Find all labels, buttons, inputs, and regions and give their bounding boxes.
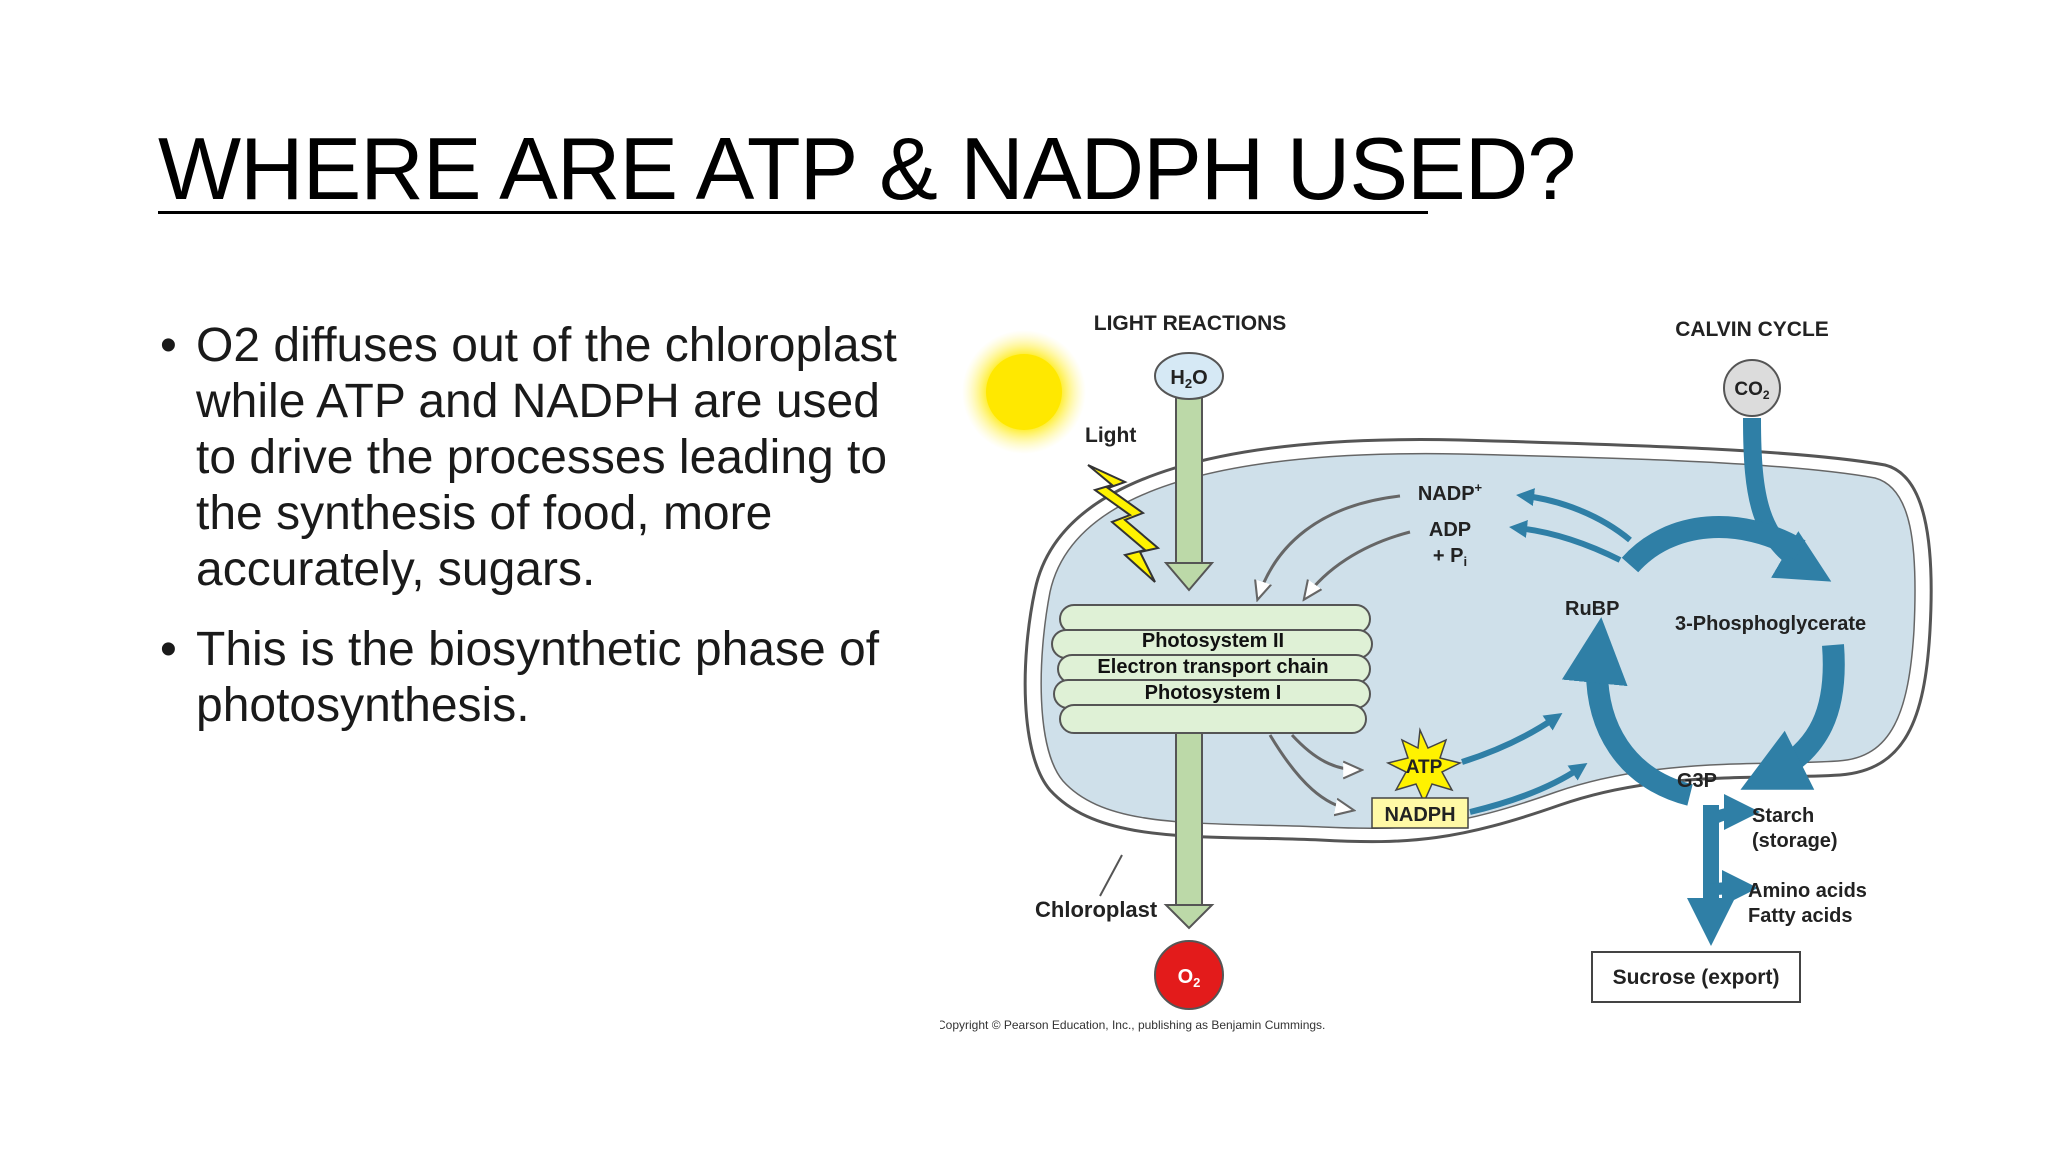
bullet-item: O2 diffuses out of the chloroplast while… [160, 318, 900, 598]
slide-title: WHERE ARE ATP & NADPH USED? [158, 119, 1576, 218]
calvin-cycle-left-arc [1561, 617, 1693, 806]
chloroplast-stroma [1040, 452, 1916, 830]
nadph-to-calvin-arrow [1469, 762, 1588, 815]
nadp-return-arrow [1258, 494, 1401, 598]
water-flow-arrowhead [1163, 562, 1215, 592]
water-flow-arrow-upper [1175, 394, 1203, 566]
phosphate-label: + Pi [1433, 545, 1467, 569]
amino-acids-label: Amino acids [1748, 880, 1867, 902]
adp-release-arrow [1509, 520, 1622, 563]
bullet-list: O2 diffuses out of the chloroplast while… [160, 318, 900, 758]
thylakoid-stack [1051, 604, 1373, 734]
carbon-dioxide-label: CO2 [1734, 379, 1770, 402]
sucrose-label: Sucrose (export) [1613, 966, 1780, 989]
nadph-label: NADPH [1384, 804, 1455, 826]
g3p-label: G3P [1677, 770, 1717, 792]
atp-to-calvin-arrow [1461, 712, 1563, 765]
oxygen-flow-arrow-lower [1175, 724, 1203, 906]
oxygen-flow-arrowhead [1163, 904, 1215, 930]
calvin-cycle-upper-arc [1621, 516, 1806, 573]
calvin-cycle-right-arc [1740, 644, 1845, 790]
storage-label: (storage) [1752, 830, 1838, 852]
adp-label: ADP [1429, 519, 1471, 541]
electron-transport-chain-label: Electron transport chain [1097, 656, 1328, 678]
oxygen-label: O2 [1178, 966, 1201, 990]
water-molecule-badge [1154, 352, 1224, 400]
carbon-dioxide-badge [1723, 359, 1781, 417]
nadph-box [1371, 797, 1469, 829]
copyright-notice: Copyright © Pearson Education, Inc., pub… [940, 1018, 1325, 1032]
chloroplast-pointer [1099, 854, 1123, 897]
atp-label: ATP [1406, 757, 1443, 778]
bullet-item: This is the biosynthetic phase of photos… [160, 622, 900, 734]
chloroplast-label: Chloroplast [1035, 897, 1158, 922]
starch-branch-arrow [1708, 794, 1760, 831]
photosystem-ii-label: Photosystem II [1142, 630, 1284, 652]
photosystem-i-label: Photosystem I [1145, 682, 1282, 704]
amino-acids-branch-arrow [1709, 870, 1758, 907]
lightning-bolt-icon [1087, 464, 1161, 583]
light-label: Light [1085, 424, 1136, 447]
adp-return-arrow [1305, 530, 1411, 598]
nadp-release-arrow [1516, 488, 1632, 543]
atp-production-arrow [1290, 733, 1360, 770]
calvin-cycle-label: CALVIN CYCLE [1675, 318, 1829, 341]
nadp-plus-label: NADP+ [1418, 480, 1483, 505]
sucrose-box [1591, 951, 1801, 1003]
rubp-label: RuBP [1565, 598, 1619, 620]
light-reactions-label: LIGHT REACTIONS [1094, 312, 1287, 335]
title-underline [158, 211, 1428, 214]
nadph-production-arrow [1268, 734, 1352, 810]
water-label: H2O [1170, 367, 1207, 391]
sun-icon [986, 354, 1062, 430]
oxygen-molecule-badge [1154, 940, 1224, 1010]
phosphoglycerate-label: 3-Phosphoglycerate [1675, 613, 1866, 635]
photosynthesis-diagram: Photosystem II Electron transport chain … [940, 312, 1933, 1032]
fatty-acids-label: Fatty acids [1748, 905, 1852, 927]
starch-label: Starch [1752, 805, 1814, 827]
